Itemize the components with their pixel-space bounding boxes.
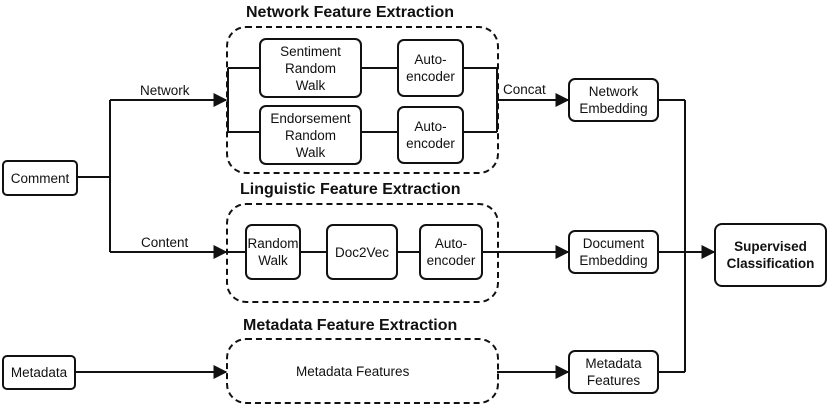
autoencoder-label-1: Auto- encoder	[406, 52, 455, 84]
network-edge-label: Network	[140, 83, 190, 98]
autoencoder-label-3: Auto- encoder	[426, 236, 476, 268]
autoencoder-label-2: Auto- encoder	[406, 119, 455, 151]
linguistic-group-box	[226, 203, 499, 303]
sentiment-walk-label: Sentiment Random Walk	[280, 43, 341, 93]
endorsement-walk-label: Endorsement Random Walk	[270, 110, 351, 160]
endorsement-walk-node: Endorsement Random Walk	[259, 105, 362, 165]
random-walk-node: Random Walk	[245, 224, 301, 280]
autoencoder-node-3: Auto- encoder	[419, 224, 483, 280]
document-embedding-label: Document Embedding	[579, 236, 648, 268]
metadata-features-text: Metadata Features	[296, 364, 410, 379]
metadata-input-node: Metadata	[2, 355, 76, 390]
classification-node: Supervised Classification	[714, 223, 827, 287]
autoencoder-node-2: Auto- encoder	[397, 106, 464, 164]
metadata-features-label: Metadata Features	[585, 356, 642, 388]
doc2vec-node: Doc2Vec	[326, 224, 398, 280]
metadata-group-box	[226, 338, 499, 404]
network-embedding-label: Network Embedding	[579, 84, 648, 116]
doc2vec-label: Doc2Vec	[334, 244, 390, 260]
metadata-features-node: Metadata Features	[568, 350, 659, 394]
comment-label: Comment	[10, 170, 70, 186]
content-edge-label: Content	[141, 235, 189, 250]
comment-node: Comment	[2, 160, 78, 196]
metadata-input-label: Metadata	[10, 365, 68, 380]
document-embedding-node: Document Embedding	[568, 230, 659, 274]
linguistic-group-title: Linguistic Feature Extraction	[240, 181, 461, 198]
sentiment-walk-node: Sentiment Random Walk	[259, 38, 362, 98]
concat-edge-label: Concat	[503, 82, 546, 97]
random-walk-label: Random Walk	[247, 236, 299, 268]
metadata-group-title: Metadata Feature Extraction	[243, 317, 458, 334]
autoencoder-node-1: Auto- encoder	[397, 39, 464, 97]
classification-label: Supervised Classification	[726, 239, 815, 271]
network-group-box	[226, 26, 499, 174]
network-embedding-node: Network Embedding	[568, 78, 659, 122]
network-group-title: Network Feature Extraction	[246, 4, 455, 21]
